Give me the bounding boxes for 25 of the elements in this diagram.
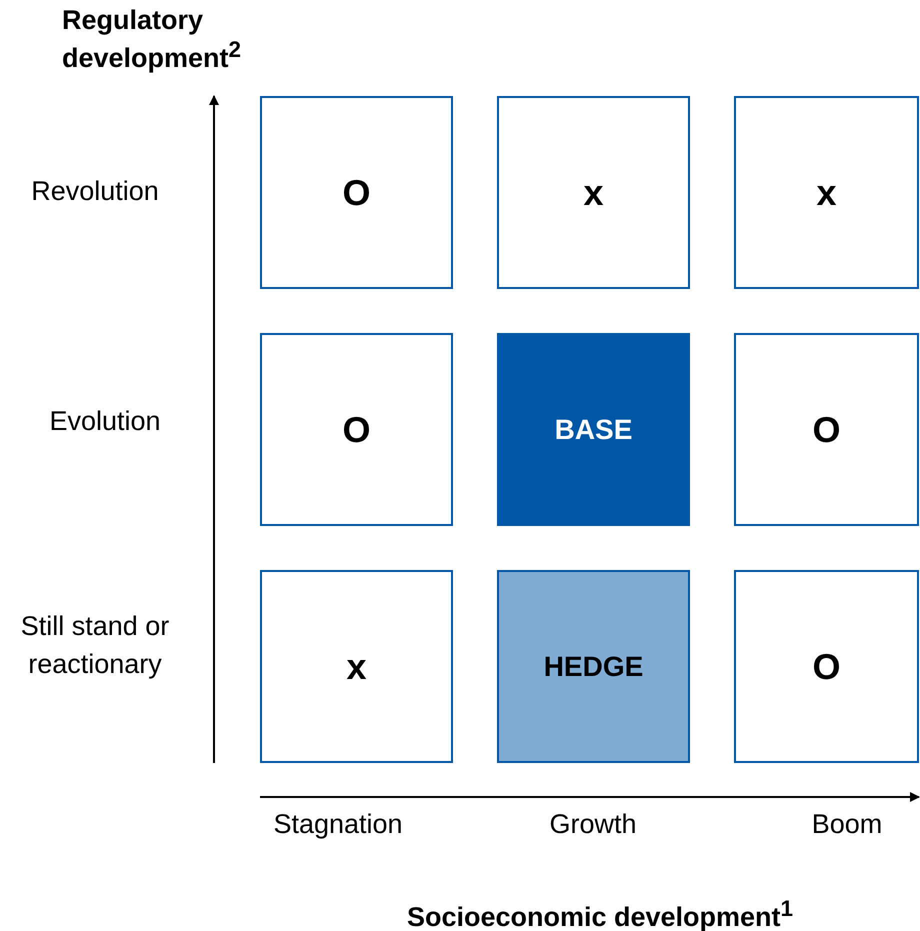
cell-text: O <box>812 646 840 688</box>
cell-text: x <box>583 172 604 214</box>
cell-text: HEDGE <box>544 650 644 682</box>
cell-text: O <box>812 408 840 450</box>
matrix-cell <box>497 570 690 763</box>
cell-text: x <box>816 172 837 214</box>
cell-text: x <box>346 646 367 688</box>
row-label: Evolution <box>48 405 162 438</box>
row-label: Revolution <box>30 175 160 208</box>
column-label: Boom <box>810 808 884 841</box>
cell-text: BASE <box>554 414 632 446</box>
matrix-cell <box>734 570 919 763</box>
matrix-cell <box>260 96 453 289</box>
axis-title: Regulatory development$^{2}$ <box>62 4 242 75</box>
cell-text: O <box>342 172 370 214</box>
matrix-cell <box>734 96 919 289</box>
column-label: Growth <box>548 808 638 841</box>
matrix-cell <box>260 570 453 763</box>
cell-text: O <box>342 408 370 450</box>
column-label: Stagnation <box>272 808 404 841</box>
row-label: Still stand or reactionary <box>20 610 170 682</box>
matrix-cell <box>497 333 690 526</box>
matrix-cell <box>497 96 690 289</box>
matrix-cell <box>260 333 453 526</box>
matrix-cell <box>734 333 919 526</box>
